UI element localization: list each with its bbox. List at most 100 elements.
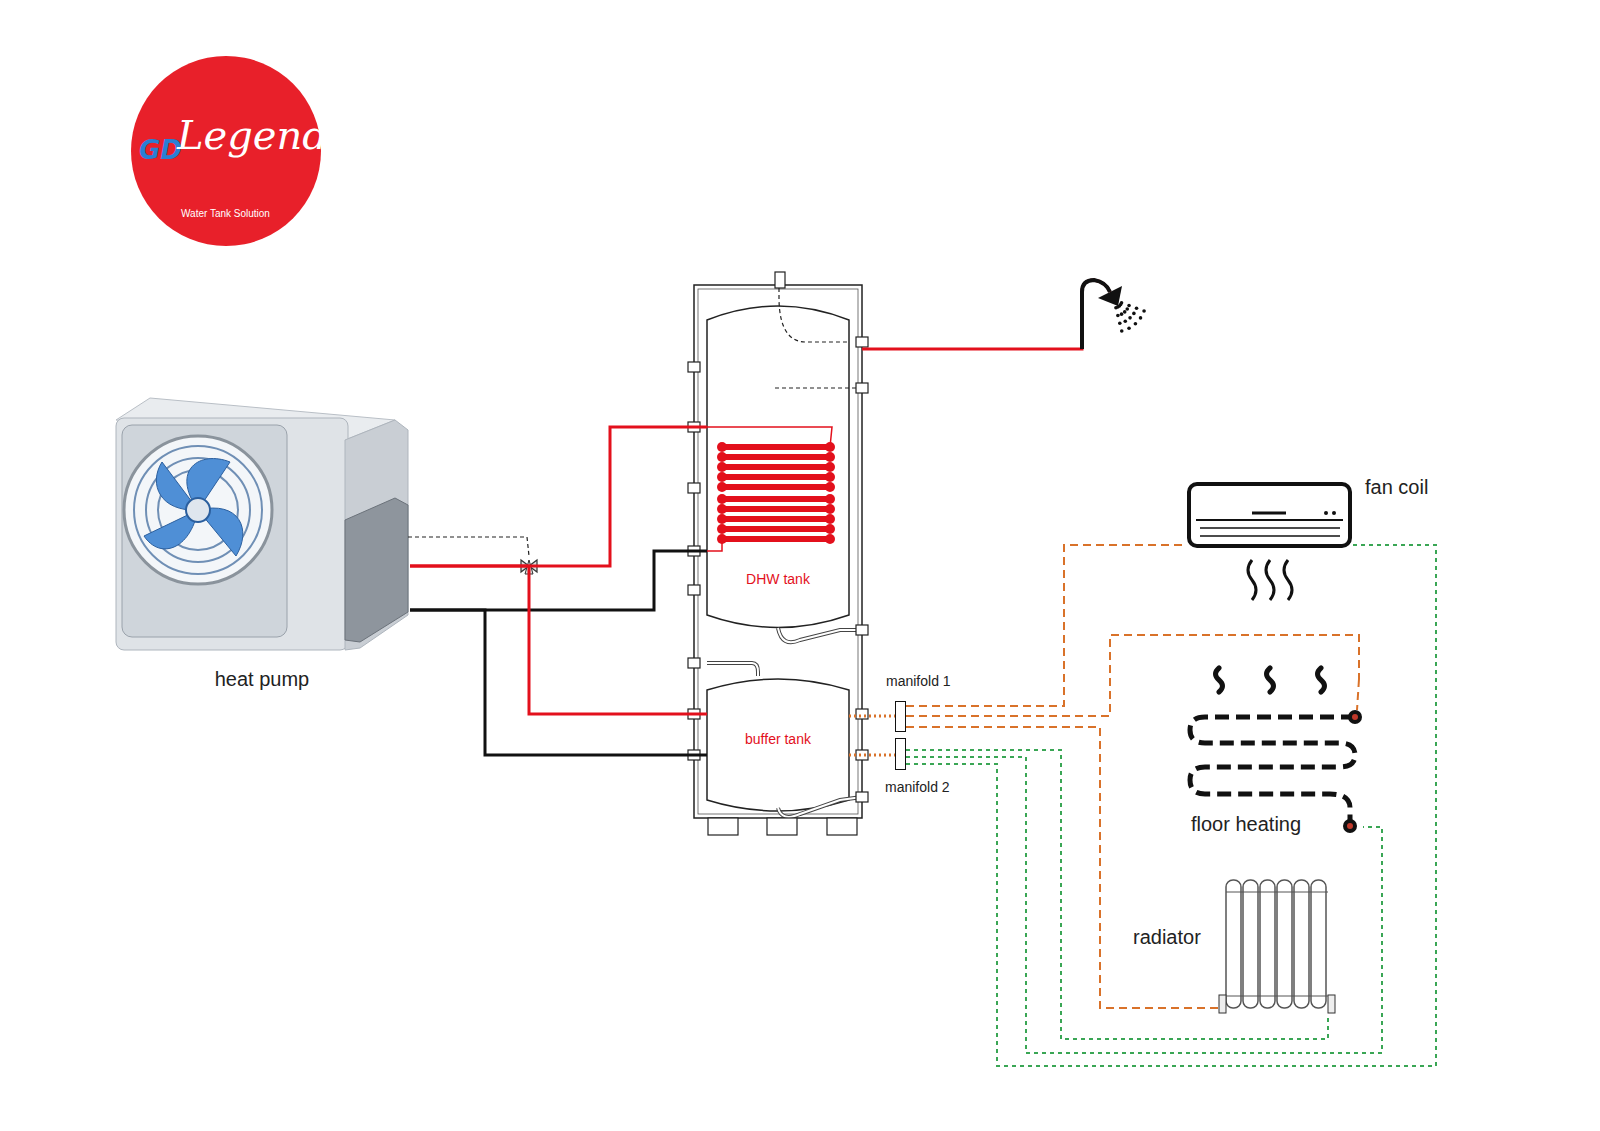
heat-exchanger-coil-part <box>825 452 835 462</box>
heat-exchanger-coil-part <box>717 494 727 504</box>
floor-heating: floor heating <box>1187 679 1363 839</box>
heat-exchanger-coil-part <box>825 482 835 492</box>
water-spray-part <box>1135 306 1139 310</box>
heat-exchanger-coil-part <box>825 504 835 514</box>
heat-pump-unit-part <box>345 498 408 642</box>
tank-housing-part <box>778 797 862 817</box>
tank-housing-part <box>694 285 862 818</box>
radiator-unit-part <box>1260 880 1275 1008</box>
heat-pump-unit-part <box>116 418 348 650</box>
heat-exchanger-coil-part <box>825 472 835 482</box>
tank-port-part <box>856 750 868 760</box>
water-spray-part <box>1120 312 1124 316</box>
shower-part <box>1098 286 1122 306</box>
tank-port-part <box>856 792 868 802</box>
radiator-unit-part <box>1226 880 1241 1008</box>
tank-port <box>688 337 868 802</box>
heat-exchanger-coil-part <box>722 536 830 542</box>
fan-coil-unit <box>1189 484 1350 600</box>
water-spray-part <box>1120 329 1124 333</box>
tank-housing-part <box>778 628 862 642</box>
water-spray-part <box>1125 307 1129 311</box>
tank-housing-part <box>698 289 858 814</box>
water-spray-part <box>1123 310 1127 314</box>
control-wire-part <box>408 537 529 556</box>
tank-label: buffer tank <box>707 731 849 747</box>
water-spray-part <box>1123 319 1127 323</box>
heat-exchanger-coil-part <box>717 442 727 452</box>
logo-tagline: Water Tank Solution <box>181 208 270 220</box>
heat-exchanger-coil-part <box>722 464 830 470</box>
logo-badge: GDLegendWater Tank Solution <box>131 56 321 246</box>
water-spray-part <box>1114 306 1118 310</box>
component-label: floor heating <box>1191 813 1301 836</box>
water-spray-part <box>1139 316 1143 320</box>
heat-pump-unit <box>116 398 408 650</box>
tank-housing-part <box>779 288 849 342</box>
pipe-connector <box>849 754 895 757</box>
buffer-tank: buffer tank <box>707 677 849 816</box>
heat-exchanger-coil-part <box>825 514 835 524</box>
heat-exchanger-coil-part <box>722 516 830 522</box>
fan-coil-unit-part <box>1189 484 1350 546</box>
logo-mark: GD <box>139 136 182 166</box>
manifold: manifold 1 <box>895 701 906 732</box>
fan-coil-unit-part <box>1196 519 1343 521</box>
tank-housing-part <box>708 818 738 835</box>
tank-port-part <box>688 362 700 372</box>
tank-port-part <box>688 658 700 668</box>
heat-exchanger-coil-part <box>825 524 835 534</box>
pipe-connector <box>906 727 1219 1008</box>
pipe-connector <box>906 757 1382 1053</box>
heat-exchanger-coil-part <box>717 504 727 514</box>
radiator-unit <box>1219 880 1335 1013</box>
floor-heating-loop-part <box>1357 679 1359 710</box>
radiator-unit-part <box>1226 892 1328 893</box>
tank-housing-part <box>775 272 785 288</box>
heat-exchanger-coil-part <box>825 442 835 452</box>
floor-heating-loop-part <box>1348 710 1362 724</box>
radiator-unit-part <box>1328 995 1335 1013</box>
pipe-connector <box>906 750 1328 1039</box>
heat-exchanger-coil <box>707 427 835 551</box>
heat-exchanger-coil-part <box>722 474 830 480</box>
heat-exchanger-coil-part <box>717 462 727 472</box>
radiator-unit-part <box>1277 880 1292 1008</box>
radiator-unit-part <box>1243 880 1258 1008</box>
radiator: radiator <box>1219 876 1332 1015</box>
pipe-connector <box>410 610 707 755</box>
tank-port-part <box>688 585 700 595</box>
pipe-connector <box>906 635 1359 716</box>
heat-exchanger-coil-part <box>825 462 835 472</box>
manifold: manifold 2 <box>895 738 906 770</box>
water-spray-part <box>1132 312 1136 316</box>
component-label: fan coil <box>1365 476 1428 499</box>
tank-housing-part <box>778 628 862 642</box>
floor-heating-loop-part <box>1190 717 1355 822</box>
heat-pump-unit-part <box>124 436 272 584</box>
radiator-unit-part <box>1226 996 1328 997</box>
heat-exchanger-coil-part <box>717 452 727 462</box>
water-spray-part <box>1118 321 1122 325</box>
component-label: heat pump <box>114 668 410 691</box>
floor-heating-loop-part <box>1347 823 1353 829</box>
heat-exchanger-coil-part <box>722 526 830 532</box>
heat-exchanger-coil-part <box>722 454 830 460</box>
water-spray-part <box>1142 309 1146 313</box>
fan-coil-unit-part <box>1248 560 1292 600</box>
radiator-unit-part <box>1311 880 1326 1008</box>
tank-port-part <box>856 625 868 635</box>
water-spray-part <box>1127 326 1131 330</box>
tank-housing-part <box>707 306 849 628</box>
water-spray-part <box>1128 316 1132 320</box>
heat-exchanger-coil-part <box>717 514 727 524</box>
floor-heating-loop-part <box>1343 819 1357 833</box>
heat-exchanger-coil-part <box>717 534 727 544</box>
water-spray-part <box>1127 304 1131 308</box>
tank-housing <box>688 272 868 835</box>
fan-coil-unit-part <box>1200 527 1340 529</box>
tank-housing-part <box>827 818 857 835</box>
heat-pump-unit-part <box>345 420 408 650</box>
heat-pump-unit-part <box>134 446 262 574</box>
control-wire <box>408 537 529 556</box>
